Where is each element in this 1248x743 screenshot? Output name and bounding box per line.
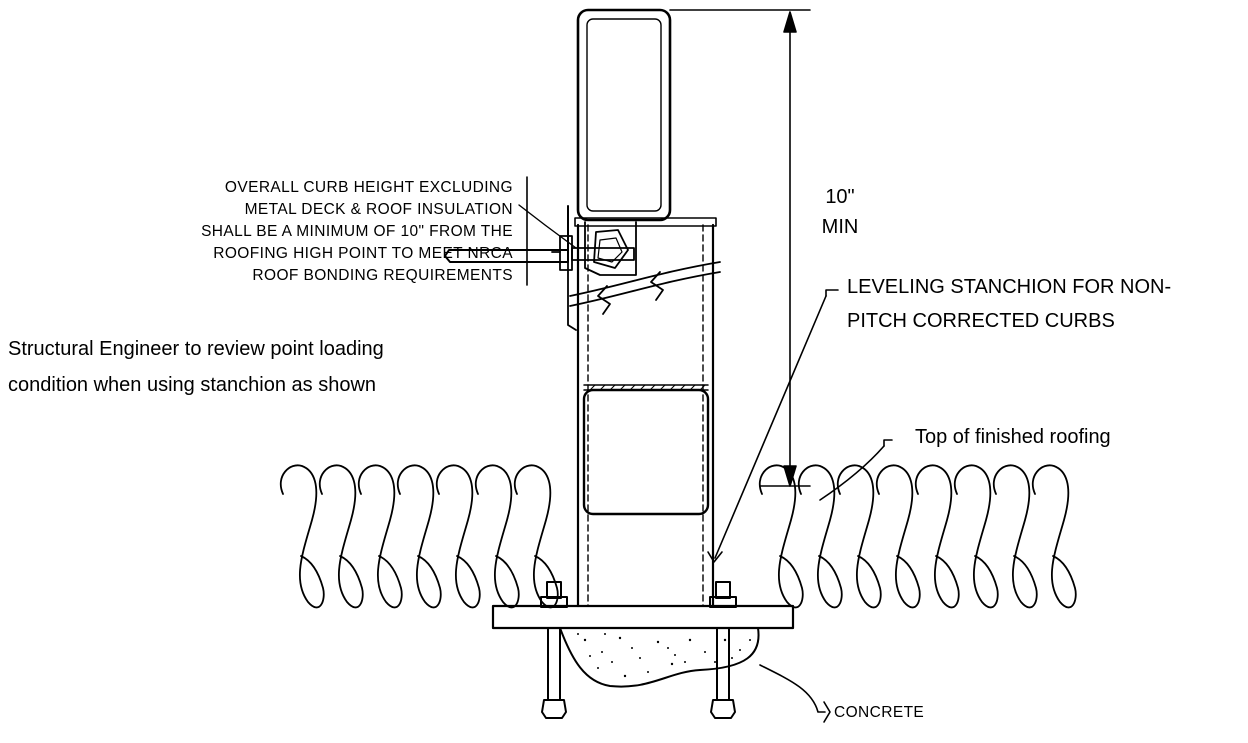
- dimension-unit: MIN: [821, 216, 859, 238]
- curb-height-note-line-4: ROOFING HIGH POINT TO MEET NRCA: [213, 245, 513, 262]
- structural-engineer-note: Structural Engineer to review point load…: [8, 331, 384, 403]
- leveling-stanchion-label: LEVELING STANCHION FOR NON- PITCH CORREC…: [847, 270, 1171, 338]
- dimension-label: 10" MIN: [810, 182, 870, 242]
- structural-engineer-line-2: condition when using stanchion as shown: [8, 374, 377, 396]
- curb-height-note-line-1: OVERALL CURB HEIGHT EXCLUDING: [224, 179, 513, 196]
- leveling-stanchion-line-1: LEVELING STANCHION FOR NON-: [847, 276, 1172, 298]
- curb-height-note-line-3: SHALL BE A MINIMUM OF 10" FROM THE: [201, 223, 513, 240]
- dimension-line: [759, 11, 811, 487]
- concrete-label: CONCRETE: [834, 704, 925, 721]
- leveling-stanchion-line-2: PITCH CORRECTED CURBS: [847, 310, 1115, 332]
- curb-height-note-line-5: ROOF BONDING REQUIREMENTS: [252, 267, 513, 284]
- top-of-roofing-label: Top of finished roofing: [915, 426, 1111, 448]
- curb-height-note: OVERALL CURB HEIGHT EXCLUDING METAL DECK…: [201, 177, 513, 287]
- concrete-fill: [559, 627, 760, 688]
- roof-insulation-right: [759, 464, 1077, 609]
- top-of-roofing-leader: [819, 439, 893, 501]
- dimension-value: 10": [825, 186, 855, 208]
- concrete-leader: [759, 664, 831, 723]
- anchor-bolt-right: [709, 581, 737, 719]
- anchor-bolt-left: [540, 581, 568, 719]
- stanchion-column: [569, 217, 721, 608]
- roof-insulation-left: [280, 464, 559, 609]
- structural-engineer-line-1: Structural Engineer to review point load…: [8, 338, 384, 360]
- leveling-stanchion-leader: [707, 289, 839, 563]
- bracket-bolt-assembly: [551, 221, 637, 331]
- curb-height-note-line-2: METAL DECK & ROOF INSULATION: [244, 201, 513, 218]
- curb-note-bracket: [518, 176, 577, 286]
- base-plate: [491, 604, 795, 630]
- curb-top-rail: [444, 8, 811, 263]
